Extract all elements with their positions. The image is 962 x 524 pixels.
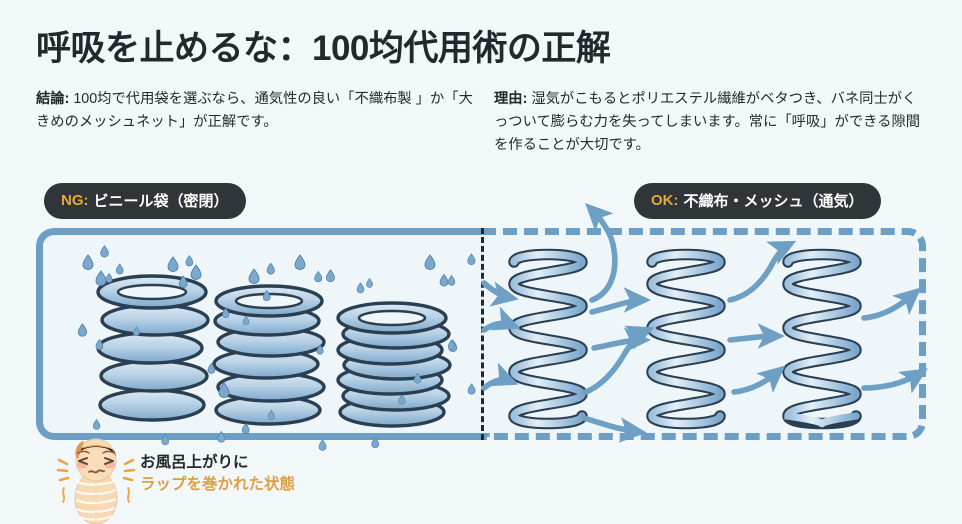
intro-left-body: 100均で代用袋を選ぶなら、通気性の良い「不織布製 」か「大きめのメッシュネット… bbox=[36, 91, 473, 131]
caption-line-1: お風呂上がりに bbox=[140, 454, 249, 471]
badge-ng-label: ビニール袋（密閉） bbox=[93, 193, 229, 210]
badge-ng: NG: ビニール袋（密閉） bbox=[44, 183, 246, 219]
intro-left: 結論: 100均で代用袋を選ぶなら、通気性の良い「不織布製 」か「大きめのメッシ… bbox=[36, 88, 474, 134]
badge-ok-label: 不織布・メッシュ（通気） bbox=[683, 193, 864, 210]
ok-spring-2 bbox=[646, 248, 726, 430]
caption-line-2: ラップを巻かれた状態 bbox=[140, 475, 296, 493]
intro-right-lead: 理由: bbox=[494, 91, 528, 107]
badge-ok-prefix: OK: bbox=[651, 192, 679, 209]
intro-right: 理由: 湿気がこもるとポリエステル繊維がベタつき、バネ同士がくっついて膨らむ力を… bbox=[494, 88, 926, 157]
ng-coil-2 bbox=[212, 284, 326, 426]
caption-block: お風呂上がりに ラップを巻かれた状態 bbox=[140, 452, 295, 495]
panel-divider bbox=[481, 228, 484, 440]
badge-ng-prefix: NG: bbox=[61, 192, 89, 209]
distressed-person-icon bbox=[56, 438, 136, 524]
intro-right-body: 湿気がこもるとポリエステル繊維がベタつき、バネ同士がくっついて膨らむ力を失ってし… bbox=[494, 91, 921, 154]
page-title: 呼吸を止めるな：100均代用術の正解 bbox=[36, 29, 611, 68]
ok-spring-1 bbox=[508, 248, 588, 430]
ng-coil-3 bbox=[336, 301, 452, 428]
ok-spring-3 bbox=[782, 248, 862, 430]
intro-left-lead: 結論: bbox=[36, 91, 70, 107]
ok-airflow-arrows bbox=[481, 203, 928, 443]
ng-coil-1 bbox=[96, 274, 210, 422]
badge-ok: OK: 不織布・メッシュ（通気） bbox=[634, 183, 881, 219]
